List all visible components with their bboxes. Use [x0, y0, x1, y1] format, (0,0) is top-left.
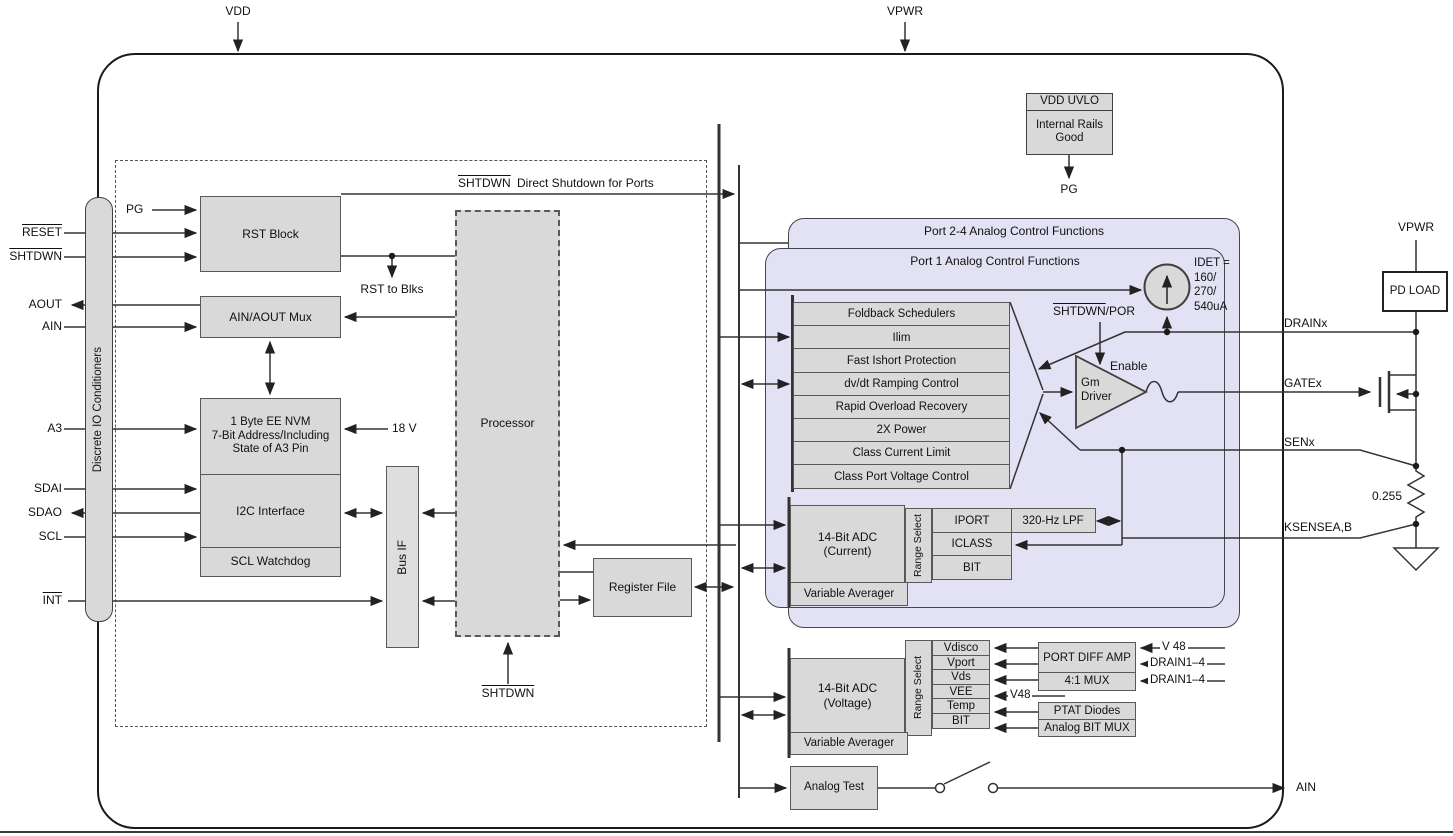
ee-nvm-block: 1 Byte EE NVM 7-Bit Address/Including St… — [200, 398, 341, 475]
pd-load-block: PD LOAD — [1382, 271, 1448, 312]
iclass-row: ICLASS — [932, 531, 1012, 557]
v48-mid-label: V48 — [1008, 689, 1033, 702]
vport-row: Vport — [932, 654, 990, 671]
pin-shtdwn: SHTDWN — [9, 249, 62, 263]
gm-driver-triangle — [1075, 354, 1148, 430]
pin-vpwr-top: VPWR — [887, 4, 923, 18]
ain-aout-mux: AIN/AOUT Mux — [200, 296, 341, 338]
pin-aout: AOUT — [28, 297, 62, 311]
function-row: 2X Power — [793, 417, 1010, 443]
rst-block: RST Block — [200, 196, 341, 272]
uvlo-body: Internal Rails Good — [1035, 118, 1104, 145]
enable-label: Enable — [1110, 359, 1148, 373]
pin-reset: RESET — [21, 225, 62, 239]
ain-output-label: AIN — [1296, 780, 1317, 794]
lpf-block: 320-Hz LPF — [1010, 508, 1096, 533]
register-file-block: Register File — [593, 558, 692, 617]
junction-dots — [388, 252, 1420, 528]
page-rule — [0, 831, 1453, 833]
shtdwn-por-label: SHTDWN/POR — [1053, 304, 1136, 318]
v48-right-label: V 48 — [1160, 641, 1188, 654]
digital-section-outline — [115, 160, 707, 727]
switch-contact — [934, 782, 946, 794]
iport-row: IPORT — [932, 508, 1012, 533]
gm-driver-label: Gm Driver — [1081, 377, 1112, 403]
pin-a3: A3 — [47, 421, 62, 435]
function-row: dv/dt Ramping Control — [793, 371, 1010, 397]
range-select-current: Range Select — [905, 508, 932, 583]
io-conditioners-pill: Discrete IO Conditioners — [85, 197, 113, 622]
senx-wire — [1080, 449, 1417, 467]
mux-4-1-block: 4:1 MUX — [1038, 671, 1136, 691]
ksense-wire — [1122, 523, 1417, 539]
pin-vpwr-ext: VPWR — [1398, 220, 1434, 234]
ptat-diodes-block: PTAT Diodes — [1038, 702, 1136, 720]
io-conditioners-label: Discrete IO Conditioners — [92, 346, 105, 473]
variable-averager-voltage: Variable Averager — [790, 731, 908, 755]
rst-to-blks-label: RST to Blks — [360, 282, 424, 296]
port1-panel-title: Port 1 Analog Control Functions — [910, 254, 1080, 268]
adc-current-block: 14-Bit ADC (Current) — [790, 505, 905, 583]
pin-sdao: SDAO — [27, 505, 62, 519]
pin-senx: SENx — [1284, 435, 1315, 449]
shtdwn-direct-label: SHTDWN Direct Shutdown for Ports — [458, 176, 654, 190]
bus-if-block: Bus IF — [386, 466, 419, 648]
adc-voltage-block: 14-Bit ADC (Voltage) — [790, 658, 905, 733]
processor-block: Processor — [455, 210, 560, 637]
pg-input-label: PG — [126, 202, 144, 216]
drain14-label-a: DRAIN1–4 — [1148, 657, 1207, 670]
pin-gatex: GATEx — [1284, 376, 1322, 390]
i2c-interface-block: I2C Interface — [200, 473, 341, 548]
analog-test-block: Analog Test — [790, 766, 878, 810]
drain14-label-b: DRAIN1–4 — [1148, 674, 1207, 687]
range-select-voltage: Range Select — [905, 640, 932, 736]
port-function-list: Foldback Schedulers Ilim Fast Ishort Pro… — [793, 302, 1010, 489]
pg-output-label: PG — [1060, 182, 1078, 196]
function-row: Class Port Voltage Control — [793, 464, 1010, 489]
sense-resistor-value: 0.255 — [1371, 489, 1402, 503]
bit-row-current: BIT — [932, 555, 1012, 580]
v18-label: 18 V — [392, 421, 417, 435]
pin-sdai: SDAI — [33, 481, 62, 495]
pin-ksense: KSENSEA,B — [1284, 520, 1353, 534]
function-row: Class Current Limit — [793, 441, 1010, 466]
ground-symbol — [1392, 547, 1440, 572]
pin-drainx: DRAINx — [1284, 316, 1328, 330]
scl-watchdog-block: SCL Watchdog — [200, 546, 341, 577]
vdd-uvlo-block: VDD UVLO Internal Rails Good — [1026, 93, 1113, 155]
pin-ain: AIN — [41, 319, 62, 333]
shtdwn-processor-label: SHTDWN — [481, 686, 535, 700]
temp-row: Temp — [932, 698, 990, 714]
idet-value-label: IDET = 160/ 270/ 540uA — [1194, 257, 1230, 313]
port24-panel-title: Port 2-4 Analog Control Functions — [923, 224, 1105, 238]
pin-int: INT — [42, 593, 62, 607]
pin-vdd: VDD — [225, 4, 251, 18]
port-diff-amp-block: PORT DIFF AMP — [1038, 642, 1136, 673]
function-row: Fast Ishort Protection — [793, 348, 1010, 374]
vdd-uvlo-title: VDD UVLO — [1027, 94, 1112, 111]
function-row: Rapid Overload Recovery — [793, 394, 1010, 420]
function-row: Foldback Schedulers — [793, 302, 1010, 327]
bit-row-voltage: BIT — [932, 712, 990, 729]
variable-averager-current: Variable Averager — [790, 581, 908, 606]
sense-resistor — [1406, 466, 1426, 524]
function-row: Ilim — [793, 325, 1010, 350]
pin-scl: SCL — [38, 529, 62, 543]
switch-contact — [987, 782, 999, 794]
analog-bit-mux-block: Analog BIT MUX — [1038, 718, 1136, 737]
